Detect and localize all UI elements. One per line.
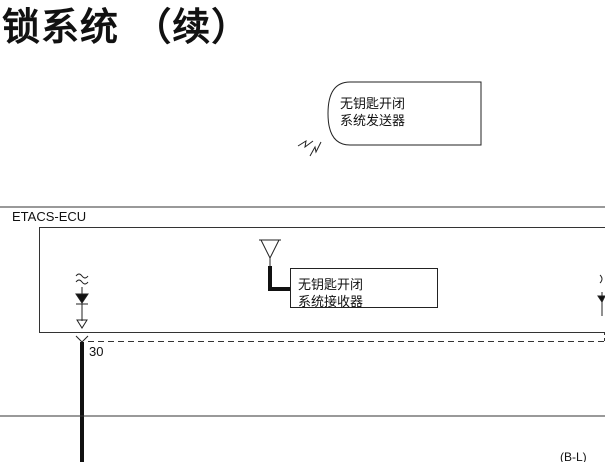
right-edge-symbol (597, 274, 605, 316)
antenna-icon (259, 239, 281, 260)
transmitter-label-line2: 系统发送器 (340, 114, 406, 129)
wireless-signal-icon (297, 139, 322, 157)
receiver-label-line1: 无钥匙开闭 (298, 278, 364, 293)
page-title: 锁系统 （续） (2, 5, 251, 49)
pin-marker (75, 335, 89, 343)
receiver-connection (268, 266, 290, 291)
transmitter-box (327, 81, 482, 146)
ecu-box (39, 227, 605, 333)
pin-number-label: 30 (89, 344, 104, 359)
receiver-label-line2: 系统接收器 (298, 295, 364, 310)
transmitter-label-line1: 无钥匙开闭 (340, 97, 406, 112)
ecu-label: ETACS-ECU (12, 209, 87, 224)
diode-icon (75, 273, 89, 329)
wire-color-note: (B-L) (560, 450, 587, 462)
receiver-box (290, 268, 438, 308)
